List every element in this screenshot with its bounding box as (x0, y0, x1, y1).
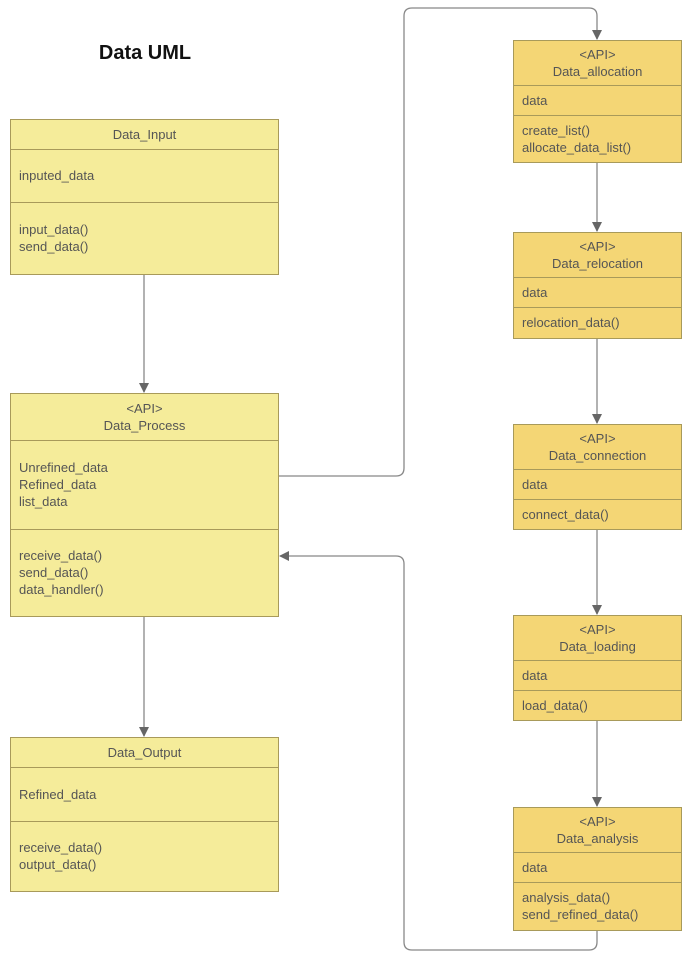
class-attributes: data (514, 278, 681, 308)
method: send_data() (19, 239, 89, 255)
class-methods: create_list()allocate_data_list() (514, 116, 681, 162)
method: send_refined_data() (522, 907, 639, 923)
method: data_handler() (19, 582, 104, 598)
method: create_list() (522, 122, 590, 138)
class-name: Data_Output (107, 744, 182, 760)
arrow-process-to-allocation (279, 7, 602, 477)
method: send_data() (19, 565, 89, 581)
class-header: <API>Data_relocation (514, 233, 681, 279)
arrow-analysis-to-process (279, 551, 598, 951)
class-name: Data_Input (112, 126, 177, 142)
class-attributes: inputed_data (11, 150, 278, 203)
class-methods: receive_data()send_data()data_handler() (11, 530, 278, 616)
attribute: data (522, 93, 548, 108)
class-stereotype: <API> (126, 400, 163, 416)
class-header: <API>Data_allocation (514, 41, 681, 87)
class-stereotype: <API> (579, 47, 616, 63)
class-attributes: data (514, 853, 681, 883)
class-methods: connect_data() (514, 500, 681, 529)
method: analysis_data() (522, 890, 611, 906)
attribute: Refined_data (19, 477, 97, 493)
attribute: data (522, 476, 548, 492)
class-methods: load_data() (514, 691, 681, 720)
class-name: Data_relocation (551, 256, 644, 272)
attribute: list_data (19, 494, 68, 510)
method: allocate_data_list() (522, 139, 632, 155)
class-name: Data_allocation (552, 64, 643, 80)
class-header: <API>Data_Process (11, 394, 278, 441)
method: relocation_data() (522, 315, 620, 331)
attribute: Unrefined_data (19, 460, 108, 476)
method: input_data() (19, 222, 89, 238)
diagram-title: Data UML (98, 42, 192, 64)
class-header: <API>Data_analysis (514, 808, 681, 854)
class-header: <API>Data_connection (514, 425, 681, 471)
class-name: Data_loading (559, 639, 636, 655)
attribute: data (522, 860, 548, 876)
class-attributes: Refined_data (11, 768, 278, 822)
attribute: data (522, 667, 548, 683)
method: receive_data() (19, 840, 103, 856)
attribute: inputed_data (19, 168, 95, 184)
class-methods: analysis_data()send_refined_data() (514, 883, 681, 930)
class-stereotype: <API> (579, 814, 616, 830)
class-header: Data_Output (11, 738, 278, 768)
class-stereotype: <API> (579, 239, 616, 255)
class-name: Data_connection (548, 448, 647, 464)
attribute: data (522, 284, 548, 300)
class-header: <API>Data_loading (514, 616, 681, 662)
attribute: Refined_data (19, 786, 97, 802)
method: connect_data() (522, 506, 609, 522)
class-methods: input_data()send_data() (11, 203, 278, 274)
class-methods: relocation_data() (514, 308, 681, 338)
class-header: Data_Input (11, 120, 278, 150)
class-attributes: data (514, 470, 681, 500)
class-attributes: data (514, 661, 681, 691)
class-stereotype: <API> (579, 622, 616, 638)
class-methods: receive_data()output_data() (11, 822, 278, 891)
class-attributes: data (514, 86, 681, 116)
class-name: Data_analysis (556, 831, 639, 847)
method: load_data() (522, 697, 588, 713)
method: receive_data() (19, 548, 103, 564)
class-input[interactable]: Data_Input inputed_data input_data()send_d… (10, 119, 279, 275)
class-stereotype: <API> (579, 431, 616, 447)
method: output_data() (19, 857, 97, 873)
class-name: Data_Process (103, 417, 186, 433)
